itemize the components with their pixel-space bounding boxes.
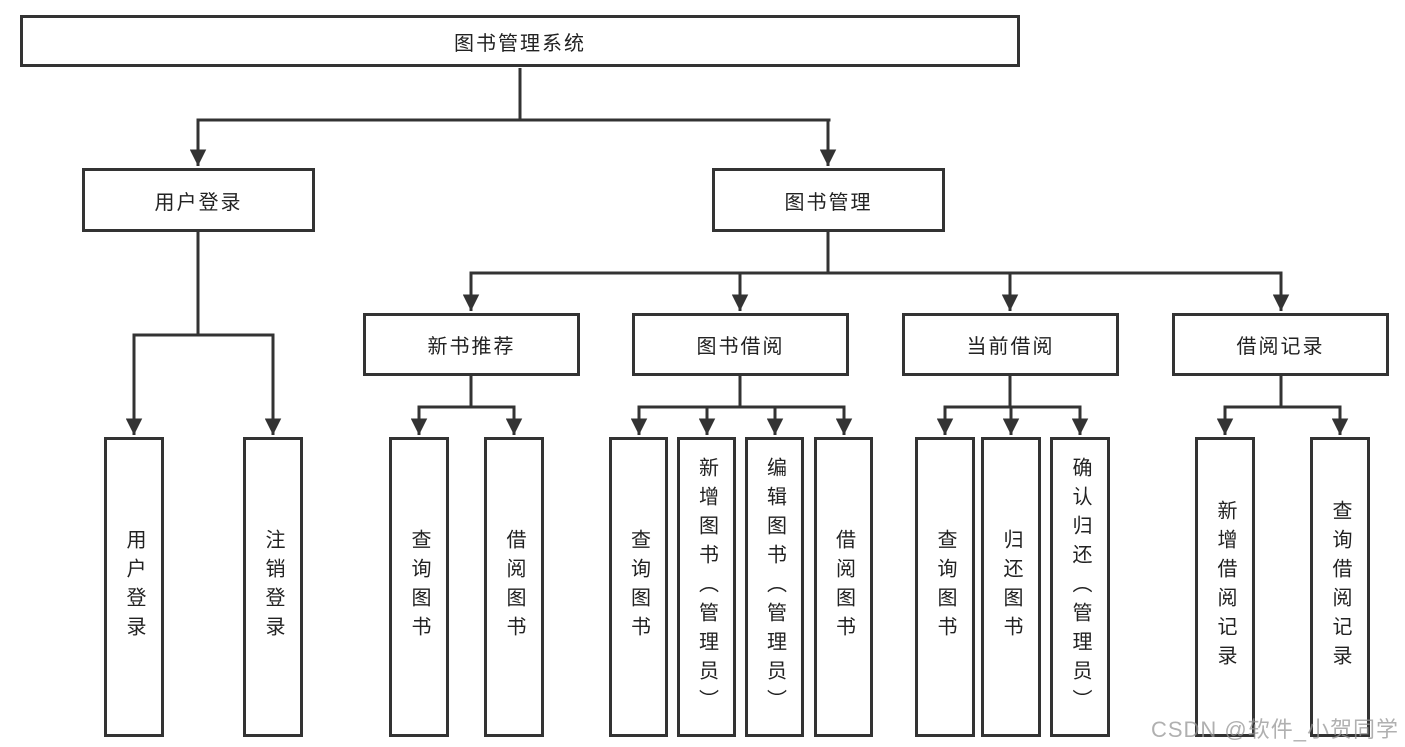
node-label: 图书管理 <box>784 191 873 214</box>
node-current-borrow: 当前借阅 <box>902 313 1119 376</box>
leaf-logout: 注销登录 <box>243 437 303 737</box>
node-label: 注销登录 <box>262 529 284 645</box>
node-book-borrow: 图书借阅 <box>632 313 849 376</box>
leaf-borrow-query-books: 查询图书 <box>609 437 668 737</box>
leaf-add-borrow-record: 新增借阅记录 <box>1195 437 1255 737</box>
csdn-watermark: CSDN @软件_小贺同学 <box>1150 717 1399 742</box>
node-label: 图书管理系统 <box>454 32 586 55</box>
node-label: 借阅记录 <box>1236 336 1325 358</box>
node-label: 图书借阅 <box>696 336 785 358</box>
node-label: 查询图书 <box>627 529 650 645</box>
node-label: 借阅图书 <box>832 529 855 645</box>
node-new-book-recommend: 新书推荐 <box>363 313 580 376</box>
node-label: 新书推荐 <box>427 336 516 358</box>
node-label: 新增借阅记录 <box>1214 500 1236 674</box>
node-borrow-records: 借阅记录 <box>1172 313 1389 376</box>
leaf-borrow-books: 借阅图书 <box>814 437 873 737</box>
leaf-query-borrow-record: 查询借阅记录 <box>1310 437 1370 737</box>
node-user-login: 用户登录 <box>82 168 315 232</box>
node-label: 用户登录 <box>123 529 145 645</box>
leaf-recommend-borrow-books: 借阅图书 <box>484 437 544 737</box>
node-label: 查询借阅记录 <box>1329 500 1351 674</box>
leaf-user-login: 用户登录 <box>104 437 164 737</box>
leaf-add-books-admin: 新增图书（管理员） <box>677 437 736 737</box>
node-label: 当前借阅 <box>966 336 1055 358</box>
leaf-confirm-return-admin: 确认归还（管理员） <box>1050 437 1110 737</box>
node-label: 查询图书 <box>934 529 956 645</box>
leaf-edit-books-admin: 编辑图书（管理员） <box>745 437 804 737</box>
node-label: 归还图书 <box>1000 529 1022 645</box>
leaf-current-query-books: 查询图书 <box>915 437 975 737</box>
node-label: 确认归还（管理员） <box>1069 456 1091 718</box>
node-label: 借阅图书 <box>503 529 525 645</box>
leaf-recommend-query-books: 查询图书 <box>389 437 449 737</box>
leaf-return-books: 归还图书 <box>981 437 1041 737</box>
node-label: 编辑图书（管理员） <box>763 456 786 718</box>
node-label: 用户登录 <box>154 191 243 214</box>
node-book-management: 图书管理 <box>712 168 945 232</box>
node-root-system: 图书管理系统 <box>20 15 1020 67</box>
node-label: 查询图书 <box>408 529 430 645</box>
node-label: 新增图书（管理员） <box>695 456 718 718</box>
